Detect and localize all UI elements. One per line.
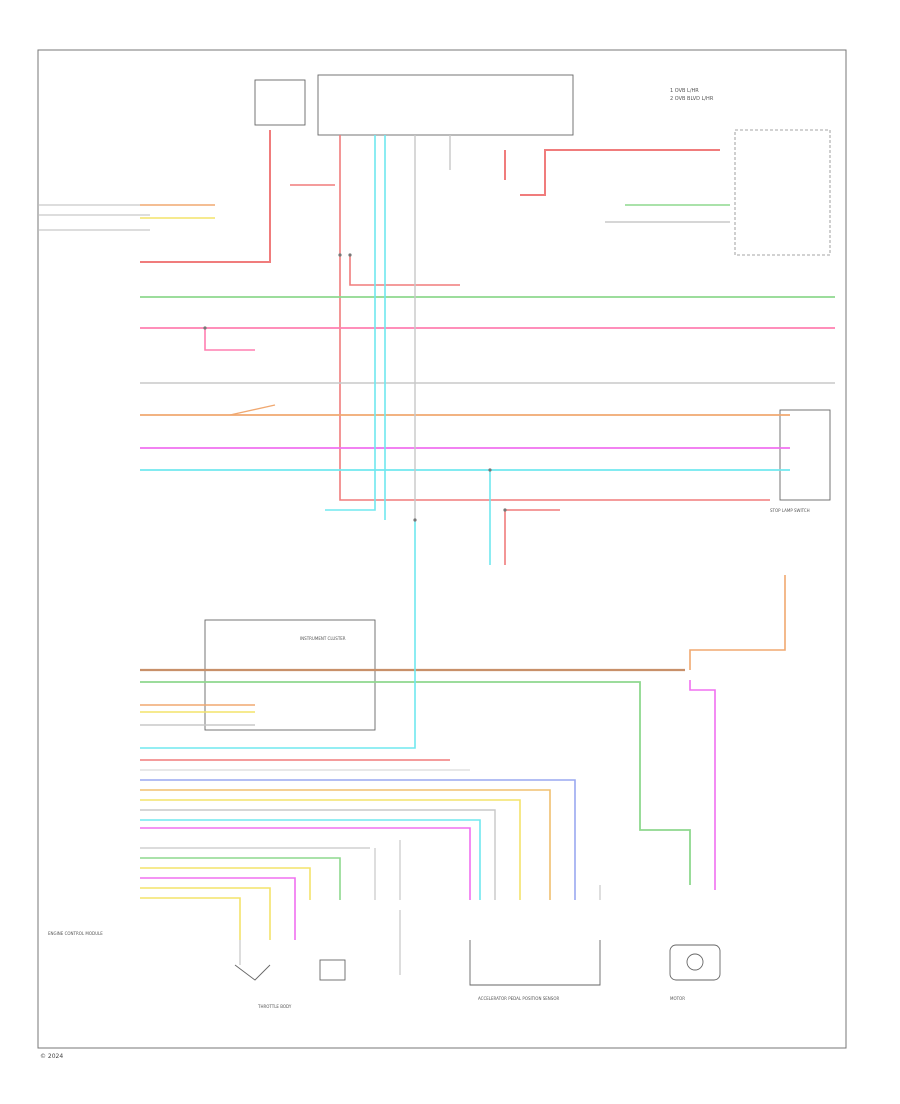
motor-component (669, 944, 721, 981)
instrument-box (204, 619, 376, 731)
wire-harness (140, 130, 835, 940)
left-connector-pins (38, 204, 150, 231)
stop-lamp-switch-label: STOP LAMP SWITCH (770, 508, 810, 513)
top-right-note-1: 1 OVB L/HR (670, 88, 699, 94)
fuse-box-1 (254, 79, 306, 126)
top-right-note-2: 2 OVB BLVD L/HR (670, 96, 714, 102)
instrument-cluster-label: INSTRUMENT CLUSTER (300, 636, 346, 641)
underhood-fuse-block (317, 74, 574, 136)
throttle-body (234, 910, 401, 981)
accel-pedal-label: ACCELERATOR PEDAL POSITION SENSOR (478, 996, 559, 1001)
footer-text: © 2024 (40, 1053, 63, 1060)
accel-pedal-sensor (469, 940, 601, 986)
throttle-body-label: THROTTLE BODY (257, 1004, 292, 1009)
ecm-label: ENGINE CONTROL MODULE (48, 931, 103, 936)
stop-lamp-switch-box (779, 409, 831, 501)
ecm-box (734, 129, 831, 256)
diagram-frame (37, 49, 847, 1049)
motor-label: MOTOR (670, 996, 685, 1001)
splice-dots (203, 253, 507, 522)
